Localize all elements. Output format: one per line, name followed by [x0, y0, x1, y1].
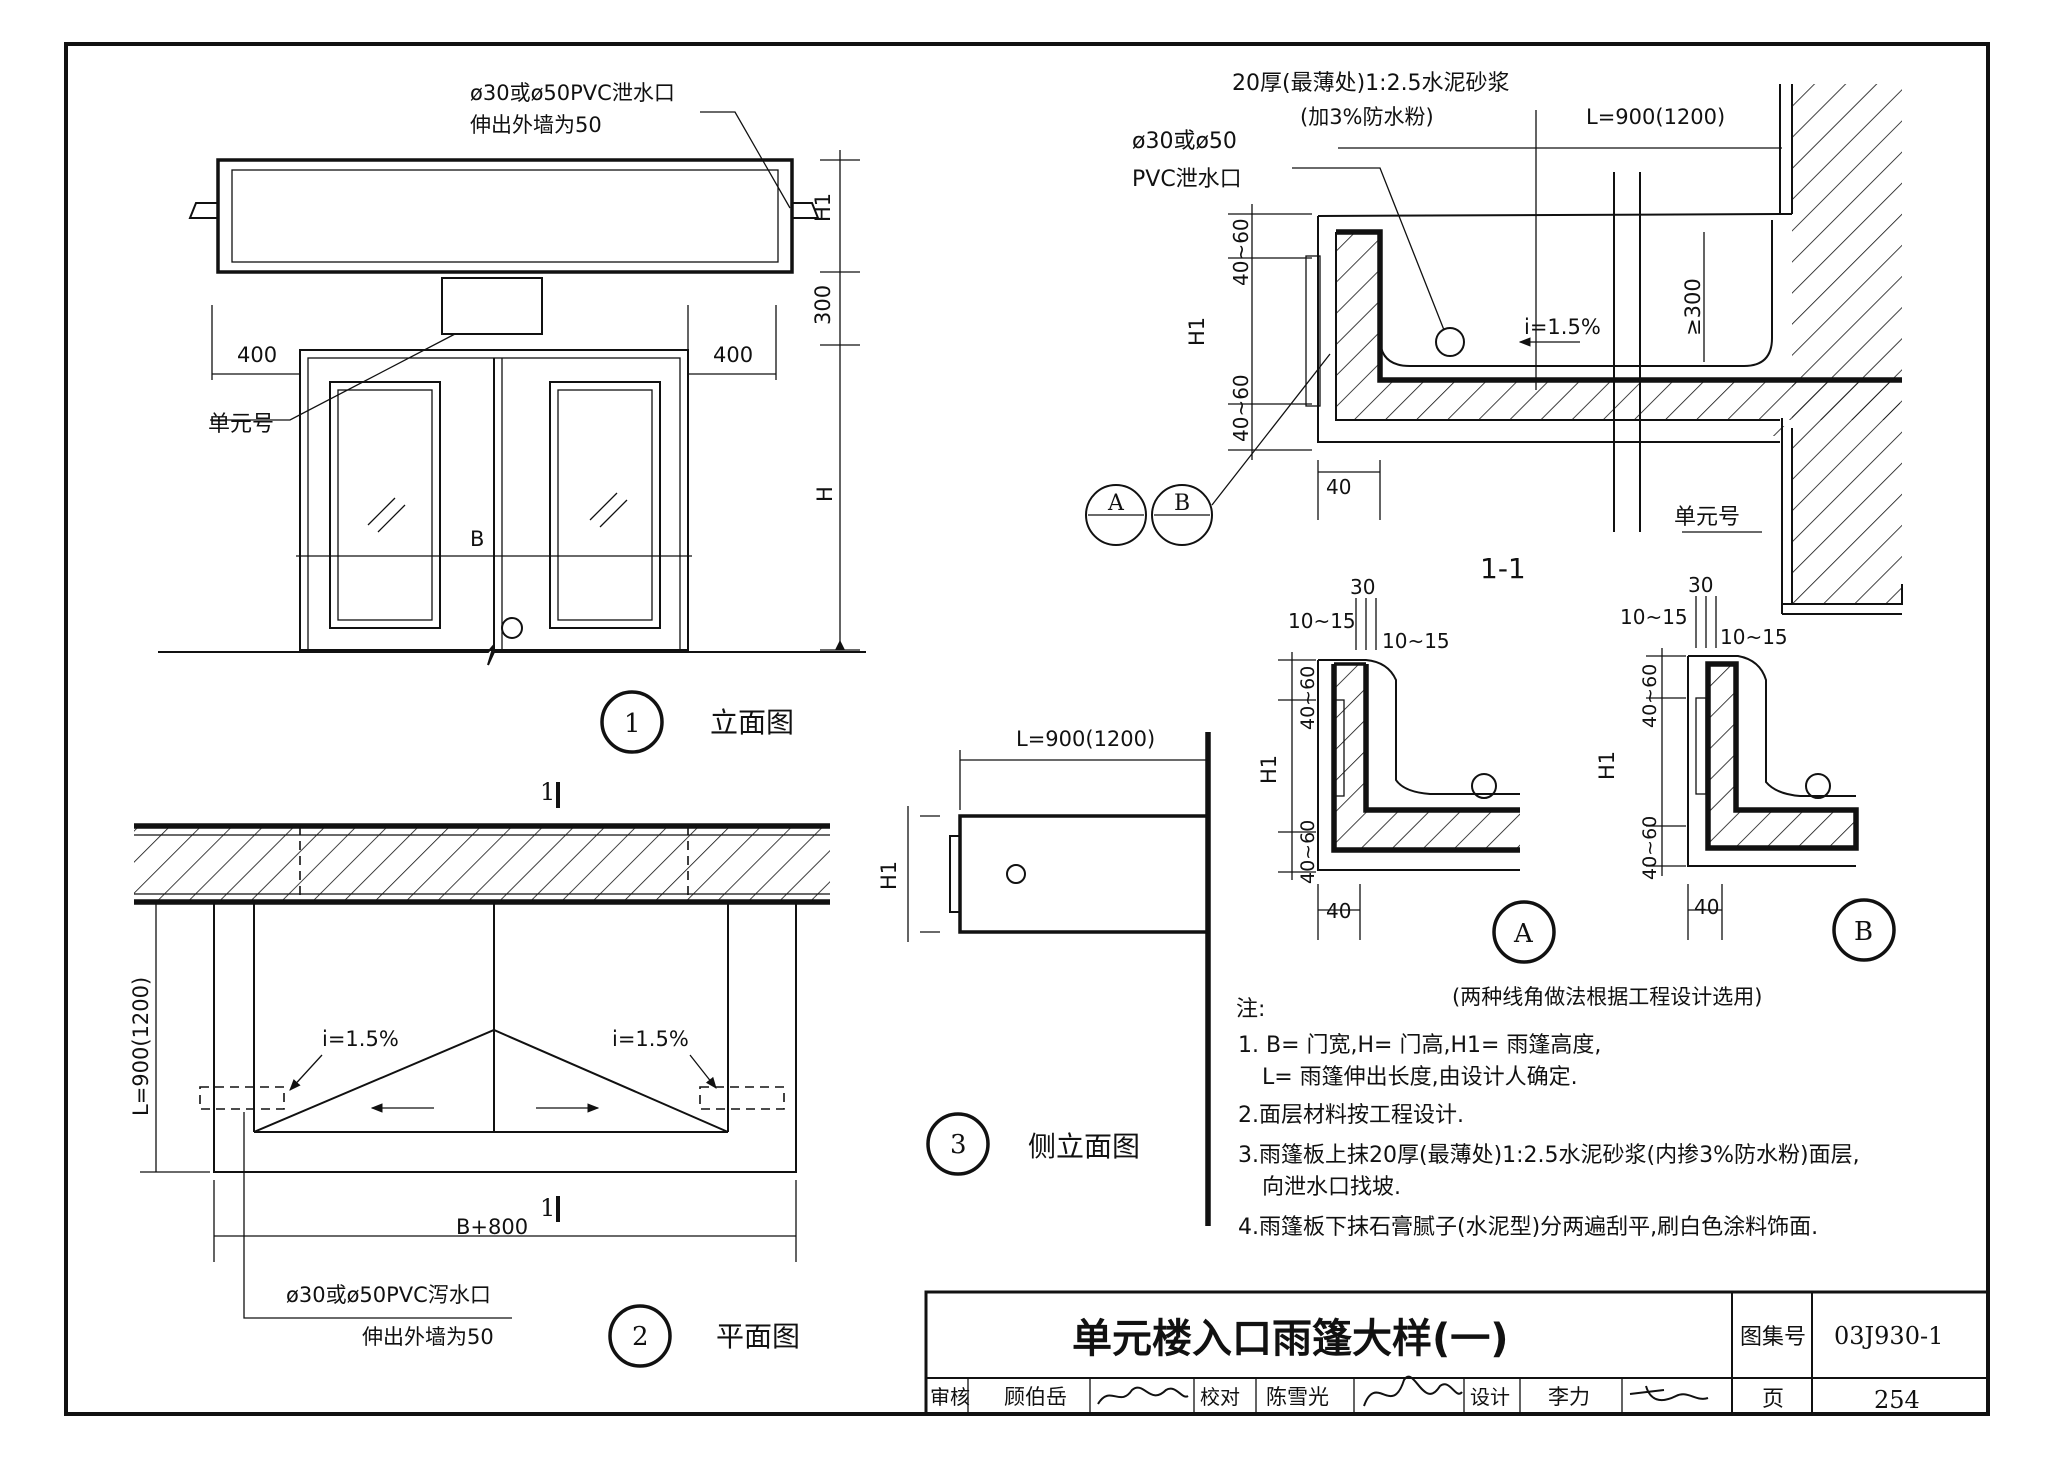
detail-b-dim-30: 30 [1688, 573, 1713, 597]
plan-slope-right: i=1.5% [612, 1027, 689, 1051]
elevation-dim-h1: H1 [811, 193, 835, 222]
section-unit-label: 单元号 [1674, 505, 1740, 530]
plan-view-title: 平面图 [716, 1320, 800, 1353]
detail-a-dim-30: 30 [1350, 575, 1375, 599]
section-ref-b: B [1174, 491, 1190, 516]
detail-b-dim-1015-left: 10~15 [1620, 605, 1688, 629]
side-view-title: 侧立面图 [1028, 1130, 1140, 1163]
section-dim-40: 40 [1326, 475, 1351, 499]
detail-a-dim-40: 40 [1326, 899, 1351, 923]
section-dim-h1: H1 [1185, 317, 1209, 346]
atlas-label: 图集号 [1740, 1325, 1806, 1350]
section-slope: i=1.5% [1524, 315, 1601, 339]
check-label: 校对 [1200, 1385, 1240, 1409]
plan-section-mark-top: 1 [540, 778, 555, 806]
section-ref-a: A [1107, 491, 1125, 516]
detail-a-dim-4060-top: 40~60 [1297, 666, 1319, 730]
section-mortar-label-1: 20厚(最薄处)1:2.5水泥砂浆 [1232, 71, 1510, 96]
note-3b: 向泄水口找坡. [1262, 1175, 1401, 1200]
elevation-unit-label: 单元号 [208, 412, 274, 437]
title-block [924, 1290, 1990, 1416]
plan-slope-left: i=1.5% [322, 1027, 399, 1051]
page-number: 254 [1874, 1386, 1920, 1414]
sheet-title: 单元楼入口雨篷大样(一) [1072, 1316, 1509, 1362]
plan-view [134, 782, 830, 1368]
plan-dim-l: L=900(1200) [129, 977, 153, 1116]
section-mortar-label-2: (加3%防水粉) [1300, 105, 1434, 129]
note-4: 4.雨篷板下抹石膏腻子(水泥型)分两遍刮平,刷白色涂料饰面. [1238, 1215, 1818, 1240]
section-title: 1-1 [1480, 552, 1526, 585]
elevation-dim-b: B [470, 527, 484, 551]
checker-name: 陈雪光 [1266, 1385, 1329, 1409]
page-label: 页 [1762, 1387, 1784, 1412]
plan-view-number: 2 [632, 1322, 649, 1352]
detail-b-view [1646, 596, 1896, 962]
plan-dim-b800: B+800 [456, 1215, 528, 1239]
elevation-view-number: 1 [624, 709, 641, 739]
note-1a: 1. B= 门宽,H= 门高,H1= 雨篷高度, [1238, 1033, 1601, 1058]
elevation-view-title: 立面图 [710, 706, 794, 739]
checker-signature [1363, 1375, 1463, 1407]
plan-drain-label-1: ø30或ø50PVC泻水口 [286, 1283, 491, 1307]
detail-a-dim-1015-right: 10~15 [1382, 629, 1450, 653]
reviewer-signature [1097, 1386, 1189, 1405]
elevation-dim-400-left: 400 [237, 343, 277, 367]
section-dim-l: L=900(1200) [1586, 105, 1725, 129]
detail-b-dim-4060-bottom: 40~60 [1639, 816, 1661, 880]
elevation-drain-label-2: 伸出外墙为50 [470, 113, 602, 137]
side-dim-h1: H1 [877, 861, 901, 890]
detail-a-dim-1015-left: 10~15 [1288, 609, 1356, 633]
elevation-view [158, 111, 866, 754]
side-view [907, 732, 1211, 1226]
detail-b-dim-h1: H1 [1595, 751, 1619, 780]
section-dim-300: ≥300 [1681, 278, 1705, 336]
designer-name: 李力 [1548, 1385, 1590, 1409]
notes-option: (两种线角做法根据工程设计选用) [1452, 985, 1762, 1009]
detail-b-dim-1015-right: 10~15 [1720, 625, 1788, 649]
detail-a-label: A [1513, 919, 1534, 949]
plan-section-mark-bottom: 1 [540, 1194, 555, 1222]
design-label: 设计 [1470, 1385, 1510, 1409]
designer-signature [1629, 1385, 1709, 1402]
notes-heading: 注: [1236, 997, 1265, 1022]
side-dim-l: L=900(1200) [1016, 727, 1155, 751]
note-2: 2.面层材料按工程设计. [1238, 1103, 1464, 1128]
elevation-dim-400-right: 400 [713, 343, 753, 367]
side-view-number: 3 [950, 1130, 967, 1160]
elevation-dim-h: H [813, 486, 837, 502]
note-1b: L= 雨篷伸出长度,由设计人确定. [1262, 1065, 1578, 1090]
detail-b-dim-4060-top: 40~60 [1639, 664, 1661, 728]
detail-a-dim-4060-bottom: 40~60 [1297, 820, 1319, 884]
elevation-dim-300: 300 [811, 285, 835, 325]
section-drain-label-1: ø30或ø50 [1132, 129, 1237, 154]
atlas-number: 03J930-1 [1834, 1322, 1943, 1350]
elevation-drain-label-1: ø30或ø50PVC泄水口 [470, 81, 675, 105]
detail-a-view [1278, 598, 1556, 964]
review-label: 审核 [930, 1385, 970, 1409]
detail-b-dim-40: 40 [1694, 895, 1719, 919]
section-drain-label-2: PVC泄水口 [1132, 167, 1242, 192]
reviewer-name: 顾伯岳 [1004, 1385, 1067, 1409]
section-dim-4060-top: 40~60 [1229, 218, 1253, 286]
note-3a: 3.雨篷板上抹20厚(最薄处)1:2.5水泥砂浆(内掺3%防水粉)面层, [1238, 1143, 1860, 1168]
detail-a-dim-h1: H1 [1257, 755, 1281, 784]
section-view [1085, 84, 1903, 615]
plan-drain-label-2: 伸出外墙为50 [362, 1325, 494, 1349]
section-dim-4060-bottom: 40~60 [1229, 374, 1253, 442]
detail-b-label: B [1854, 917, 1873, 947]
